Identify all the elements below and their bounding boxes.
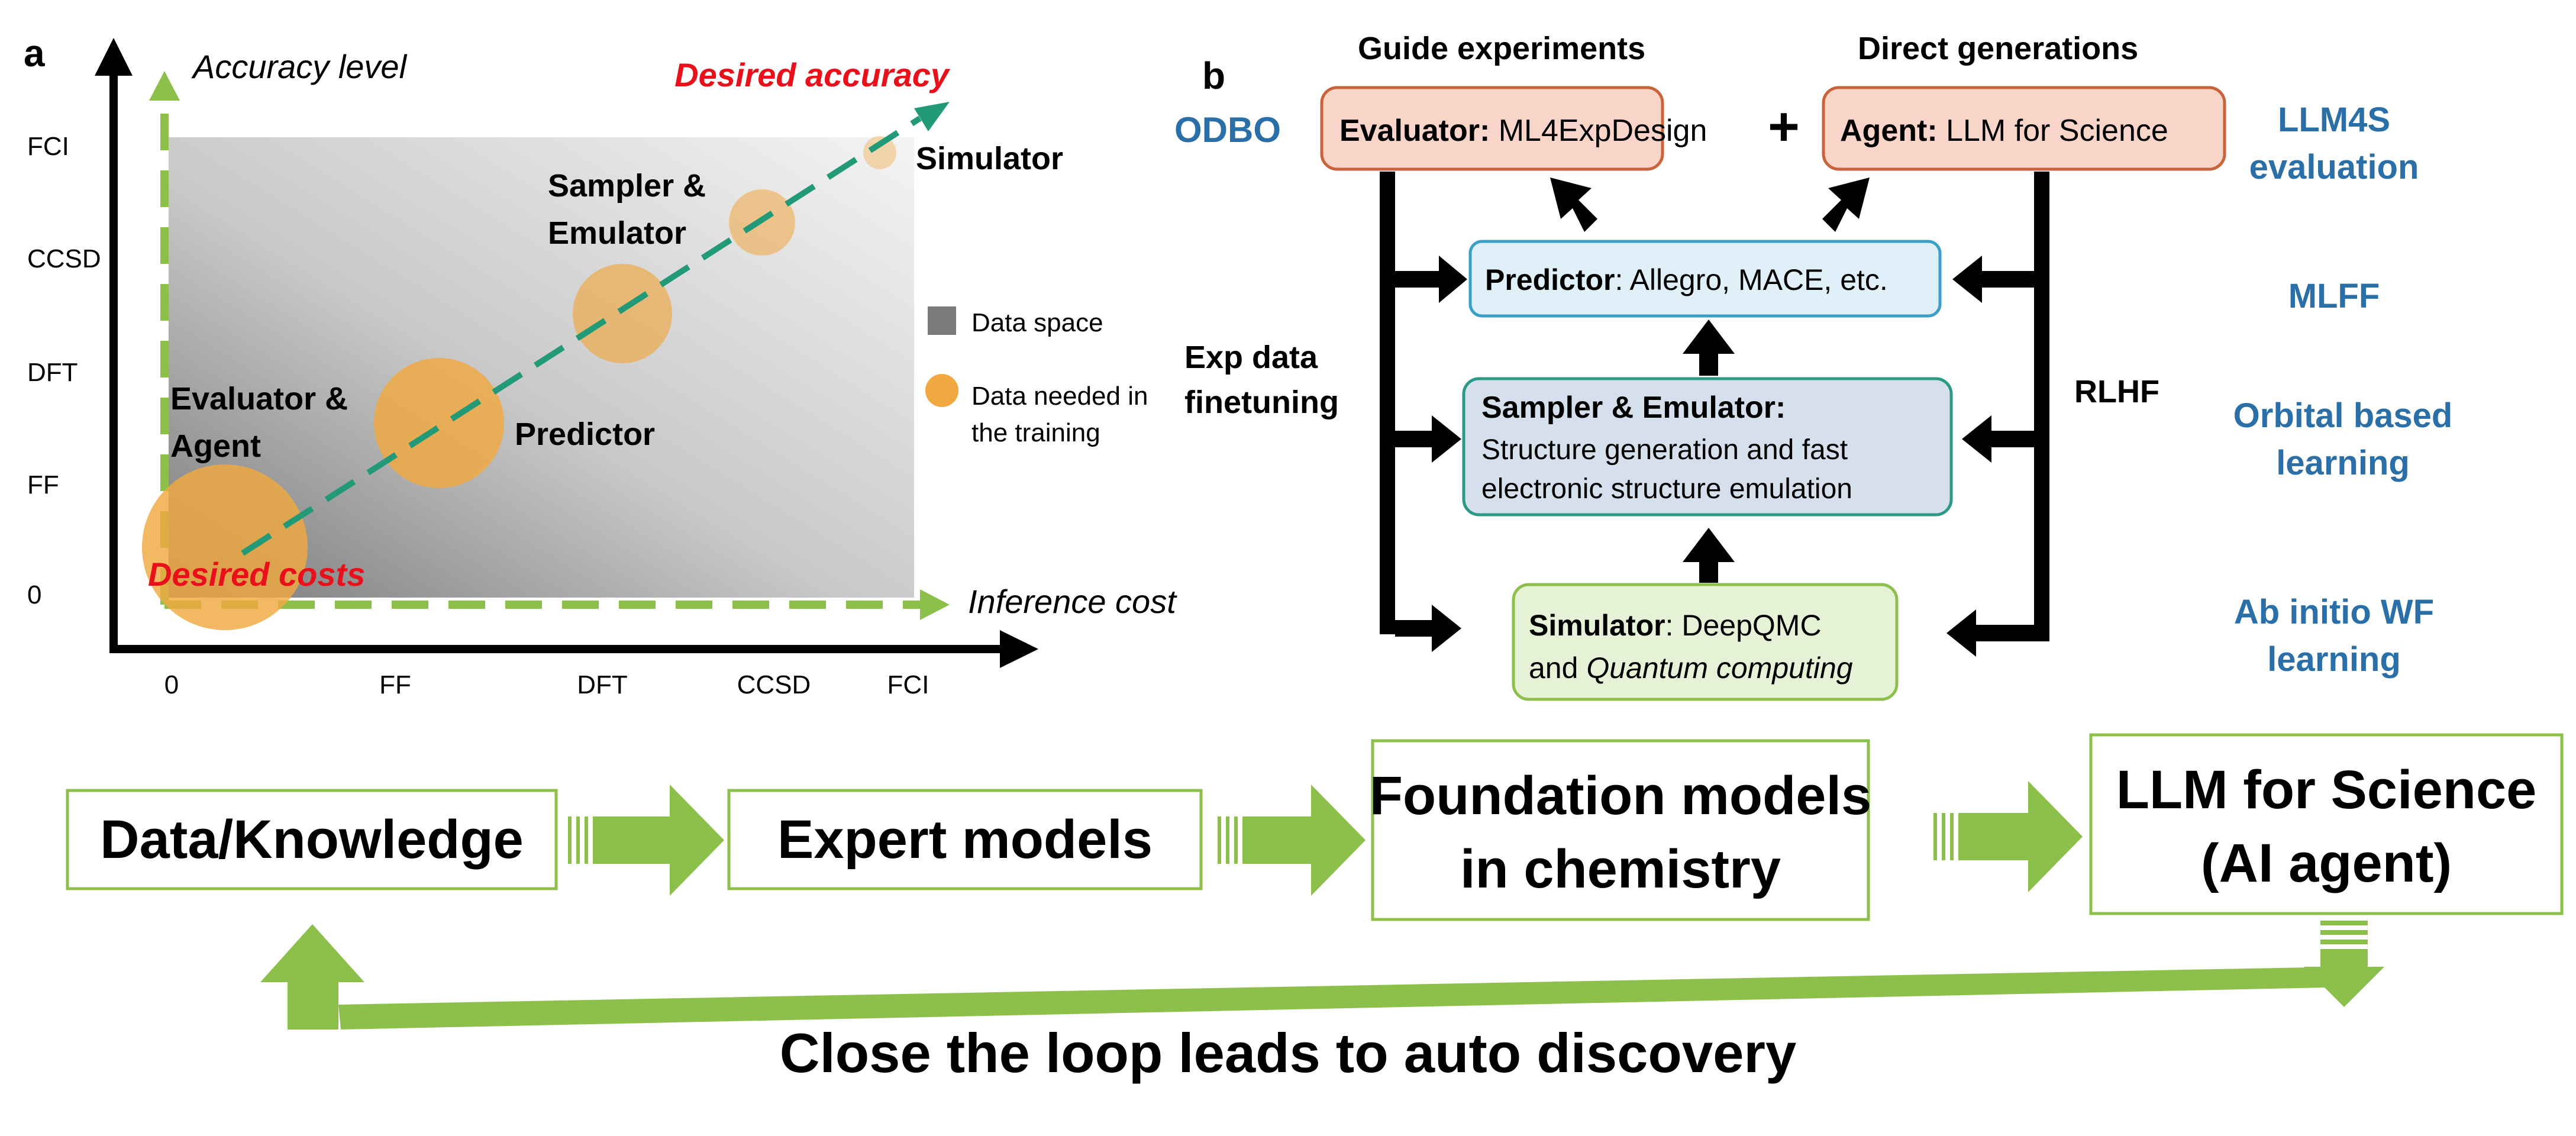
bubble-simulator [863,136,896,169]
evaluator-text: Evaluator: ML4ExpDesign [1339,114,1707,148]
sampler-line2: Structure generation and fast [1481,434,1848,466]
y-axis-arrowhead [95,38,133,76]
legend-data-needed-line1: Data needed in [971,382,1148,411]
mlff-label: MLFF [2288,277,2380,315]
x-tick-ccsd: CCSD [737,670,811,699]
arrow-to-sampler-left [1395,415,1461,463]
agent-text: Agent: LLM for Science [1840,114,2168,148]
panel-a: a Accuracy level Inference cost FCI CCSD… [24,32,1177,699]
llm4s-line2: evaluation [2249,148,2419,186]
flow-box4-line2: (AI agent) [2201,833,2452,893]
legend-data-needed-swatch [925,374,958,407]
guide-experiments-label: Guide experiments [1358,31,1645,66]
y-axis-title: Accuracy level [191,48,408,85]
x-tick-fci: FCI [887,670,929,699]
arrow-to-predictor-right [1952,256,2034,303]
evaluator-box [1320,86,1664,171]
flow-diagram: Data/Knowledge Expert models Foundation … [66,733,2564,1084]
arrow-sampler-to-predictor [1683,320,1735,376]
exp-feedback-bar [1380,172,1395,634]
simulator-line2: and Quantum computing [1529,651,1853,685]
x-tick-dft: DFT [577,670,628,699]
orbital-line2: learning [2276,444,2410,482]
sampler-title: Sampler & Emulator: [1481,390,1786,425]
flow-box3-line2: in chemistry [1460,839,1781,899]
y-tick-ff: FF [27,470,59,499]
legend-data-needed-line2: the training [971,418,1100,447]
panel-a-letter: a [24,32,45,75]
cost-dashed-arrowhead [920,589,950,620]
accuracy-dashed-arrowhead [149,71,180,101]
sampler-line3: electronic structure emulation [1481,473,1852,505]
x-tick-ff: FF [379,670,411,699]
loop-arrow [260,921,2384,1030]
bubble-predictor [374,358,504,488]
label-simulator: Simulator [916,141,1063,176]
predictor-text: Predictor: Allegro, MACE, etc. [1485,263,1888,296]
direct-generations-label: Direct generations [1858,31,2138,66]
x-axis-title: Inference cost [968,583,1177,620]
flow-arrow-3 [1933,781,2083,892]
abinitio-line2: learning [2267,640,2401,679]
y-tick-zero: 0 [27,580,41,609]
arrow-to-simulator-right [1946,609,2034,657]
flow-arrow-1 [568,785,724,896]
flow-arrow-2 [1218,785,1366,896]
rlhf-feedback-bar [2034,172,2049,641]
arrow-to-simulator-left [1395,605,1461,652]
trend-line [241,115,922,556]
abinitio-line1: Ab initio WF [2234,593,2434,631]
agent-box [1822,86,2226,171]
exp-data-line1: Exp data [1184,340,1318,375]
label-evaluator-line2: Agent [170,428,261,464]
y-tick-ccsd: CCSD [27,244,101,273]
arrow-to-predictor-left [1395,256,1467,303]
arrow-simulator-to-sampler [1683,528,1735,583]
bubble-sampler-emulator [573,264,672,363]
flow-box-expert-models [727,789,1203,890]
trend-arrowhead [914,102,950,131]
flow-box-llm-for-science [2089,733,2564,915]
simulator-box [1512,583,1899,701]
flow-box4-line1: LLM for Science [2116,760,2537,820]
label-sampler-line1: Sampler & [548,168,706,204]
x-tick-zero: 0 [164,670,179,699]
label-evaluator-line1: Evaluator & [170,381,348,417]
flow-box-data-knowledge [66,789,558,890]
rlhf-label: RLHF [2074,374,2159,409]
label-predictor: Predictor [515,417,655,452]
legend-data-space-swatch [928,306,956,335]
arrow-to-sampler-right [1962,415,2034,463]
arrow-predictor-to-evaluator [1550,178,1597,232]
predictor-box [1468,240,1942,318]
flow-box1-text: Data/Knowledge [100,809,524,870]
label-sampler-line2: Emulator [548,215,686,251]
flow-box-foundation-models [1371,739,1870,921]
loop-caption: Close the loop leads to auto discovery [780,1022,1796,1084]
llm4s-line1: LLM4S [2278,101,2390,139]
panel-b: b Guide experiments Direct generations O… [1174,31,2453,701]
panel-b-letter: b [1202,54,1225,97]
x-axis-arrowhead [1000,630,1038,668]
flow-box3-line1: Foundation models [1370,766,1871,826]
arrow-predictor-to-agent [1822,178,1870,232]
legend-data-space-label: Data space [971,308,1103,337]
desired-accuracy-label: Desired accuracy [674,56,951,93]
bubble-evaluator-agent [142,464,308,630]
simulator-line1: Simulator: DeepQMC [1529,609,1822,642]
exp-data-line2: finetuning [1184,385,1339,420]
odbo-label: ODBO [1174,110,1281,150]
desired-costs-label: Desired costs [148,556,365,593]
flow-box2-text: Expert models [777,809,1153,870]
orbital-line1: Orbital based [2233,396,2453,435]
plus-sign: + [1768,96,1800,157]
sampler-emulator-box [1462,377,1953,517]
y-tick-fci: FCI [27,132,69,161]
y-tick-dft: DFT [27,358,78,387]
